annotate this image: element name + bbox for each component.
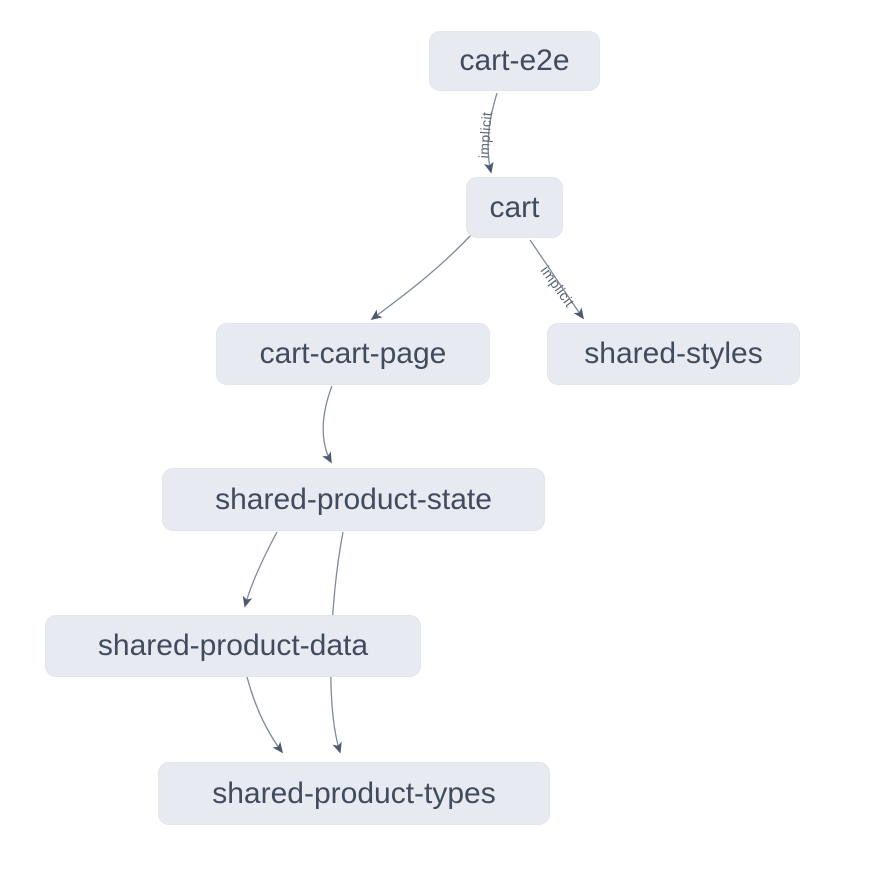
edge-cart-to-shared-styles[interactable]	[529, 239, 584, 320]
graph-node-cart-e2e[interactable]: cart-e2e	[429, 31, 600, 91]
graph-node-label: shared-product-state	[215, 482, 492, 516]
edge-label-implicit-cart-e2e: implicit	[475, 111, 494, 159]
graph-node-shared-styles[interactable]: shared-styles	[547, 323, 800, 385]
graph-node-shared-product-types[interactable]: shared-product-types	[158, 762, 550, 825]
edge-cart-cart-page-to-shared-product-state[interactable]	[322, 385, 333, 464]
edge-shared-product-state-to-shared-product-data[interactable]	[242, 531, 278, 608]
graph-node-label: shared-styles	[584, 337, 763, 370]
graph-node-shared-product-state[interactable]: shared-product-state	[162, 468, 545, 531]
graph-node-label: cart-e2e	[459, 44, 570, 77]
graph-node-label: cart-cart-page	[259, 337, 447, 370]
edge-shared-product-data-to-shared-product-types[interactable]	[246, 676, 283, 754]
graph-node-label: cart	[489, 190, 540, 224]
edge-cart-to-cart-cart-page[interactable]	[370, 233, 473, 320]
graph-node-cart-cart-page[interactable]: cart-cart-page	[216, 323, 490, 385]
graph-node-label: shared-product-types	[212, 776, 496, 810]
graph-node-shared-product-data[interactable]: shared-product-data	[45, 615, 421, 677]
edge-cart-e2e-to-cart[interactable]	[484, 92, 498, 174]
edge-label-implicit-shared-styles: implicit	[538, 263, 578, 310]
graph-node-cart[interactable]: cart	[466, 177, 563, 238]
graph-node-label: shared-product-data	[97, 629, 369, 662]
